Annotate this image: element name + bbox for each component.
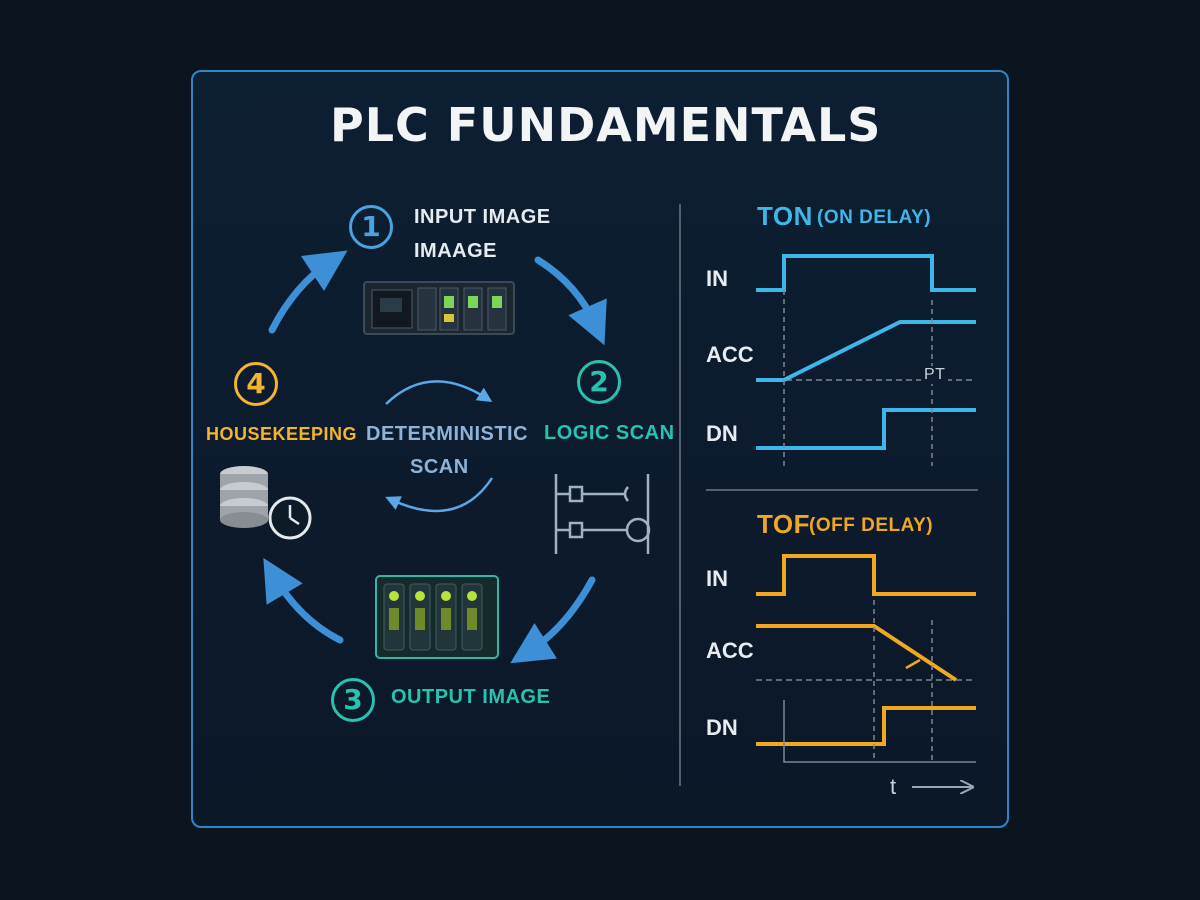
- time-axis: [783, 700, 976, 763]
- ton-in-label: IN: [706, 266, 728, 291]
- tof-dn-label: DN: [706, 715, 738, 740]
- ladder-logic-icon: [554, 474, 651, 554]
- tof-acc-trace: [756, 624, 958, 682]
- inner-arrow-bottom: [385, 477, 494, 513]
- step-4-label: HOUSEKEEPING: [206, 424, 358, 444]
- ton-title: TON: [757, 201, 813, 231]
- ton-subtitle: (ON DELAY): [817, 207, 932, 228]
- tof-acc-label: ACC: [706, 638, 754, 663]
- step-1-label-line2: IMAAGE: [414, 240, 497, 262]
- ton-timing-diagram: [756, 254, 976, 466]
- step-1-badge: 1: [349, 205, 393, 249]
- step-4-badge: 4: [234, 362, 278, 406]
- ton-in-trace: [756, 254, 976, 292]
- center-label-line1: DETERMINISTIC: [366, 423, 529, 445]
- output-module-icon: [375, 575, 499, 659]
- step-2-badge: 2: [577, 360, 621, 404]
- step-3-badge: 3: [331, 678, 375, 722]
- input-module-icon: [363, 281, 515, 335]
- cycle-arrow-4-to-1: [268, 250, 348, 334]
- inner-arrow-top: [385, 380, 493, 405]
- ton-acc-label: ACC: [706, 342, 754, 367]
- ton-dn-label: DN: [706, 421, 738, 446]
- ton-pt-label: PT: [921, 366, 949, 384]
- step-2-label: LOGIC SCAN: [544, 422, 675, 444]
- tof-title: TOF: [757, 509, 811, 539]
- cycle-arrow-1-to-2: [534, 256, 607, 346]
- tof-subtitle: (OFF DELAY): [809, 515, 934, 536]
- ton-dn-trace: [756, 408, 976, 450]
- step-3-label: OUTPUT IMAGE: [391, 686, 551, 708]
- step-1-label: INPUT IMAGE: [414, 206, 551, 228]
- database-clock-icon: [220, 466, 312, 540]
- center-label-line2: SCAN: [410, 456, 469, 478]
- tof-in-trace: [756, 554, 976, 596]
- page-title: PLC FUNDAMENTALS: [330, 98, 882, 152]
- cycle-arrow-2-to-3: [510, 576, 596, 664]
- tof-timing-diagram: [756, 554, 976, 787]
- tof-in-label: IN: [706, 566, 728, 591]
- ton-acc-trace: [756, 320, 976, 382]
- time-axis-label: t: [890, 774, 897, 799]
- tof-dn-trace: [756, 706, 976, 746]
- cycle-arrow-3-to-4: [263, 557, 344, 644]
